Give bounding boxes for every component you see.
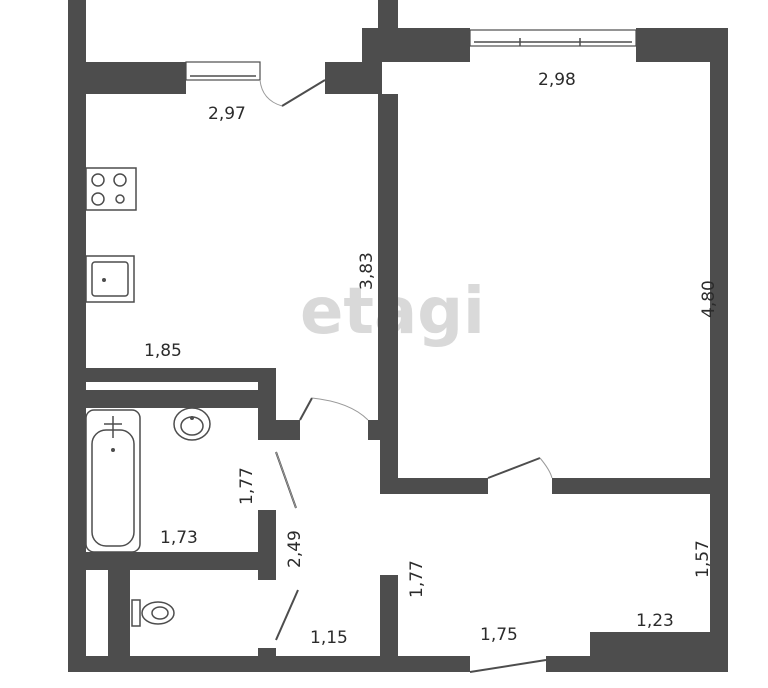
dim-toilet-width: 1,15	[310, 628, 348, 648]
doors	[259, 79, 553, 673]
dim-right-width: 1,23	[636, 611, 674, 631]
walls	[68, 0, 728, 672]
dim-right-height: 1,57	[693, 540, 713, 578]
sink-icon	[85, 255, 135, 303]
bathtub-icon	[85, 409, 141, 553]
toilet-icon	[131, 599, 175, 627]
windows	[185, 29, 637, 81]
dim-corridor-vertical: 2,49	[285, 530, 305, 568]
dim-kitchen-bottom: 1,85	[144, 341, 182, 361]
dim-room-top: 2,98	[538, 70, 576, 90]
dimension-labels: 2,97 2,98 3,83 4,80 1,85 1,77 1,73 2,49 …	[144, 70, 719, 648]
washbasin-icon	[173, 407, 211, 441]
dim-bath-height: 1,77	[237, 467, 257, 505]
dim-kitchen-top: 2,97	[208, 104, 246, 124]
dim-hall-width: 1,75	[480, 625, 518, 645]
dim-room-side: 4,80	[699, 280, 719, 318]
dim-hall-vertical: 1,77	[407, 560, 427, 598]
dim-bath-width: 1,73	[160, 528, 198, 548]
dim-kitchen-side: 3,83	[357, 252, 377, 290]
stove-icon	[85, 167, 137, 211]
